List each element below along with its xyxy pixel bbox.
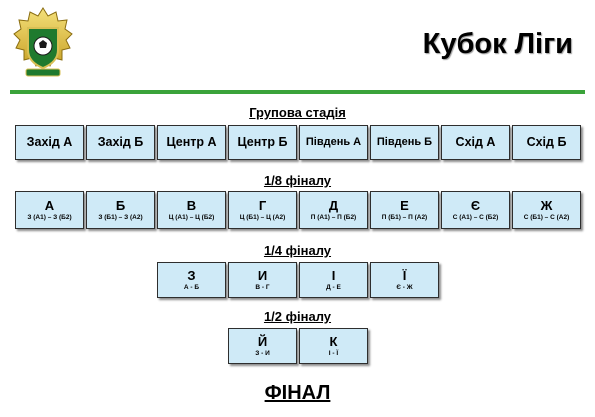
group-box-2-label: Захід Б [97,135,144,149]
r16-box-4-pairing: Ц (Б1) – Ц (А2) [239,214,286,221]
group-box-1: Захід А [15,125,84,160]
qf-box-3-pairing: Д - Е [326,284,341,291]
stage-label-r16: 1/8 фіналу [263,173,332,188]
r16-box-1-label: А [44,198,55,213]
group-box-7: Схід А [441,125,510,160]
final-label: ФІНАЛ [264,382,331,404]
r16-box-7-label: Є [470,198,481,213]
r16-box-3-pairing: Ц (А1) – Ц (Б2) [168,214,215,221]
qf-box-4-pairing: Є - Ж [396,284,413,291]
qf-box-1-label: З [187,268,196,283]
page-title: Кубок Ліги [422,28,573,60]
r16-box-3-label: В [186,198,197,213]
group-box-1-label: Захід А [26,135,73,149]
r16-box-8-label: Ж [540,198,553,213]
group-box-4: Центр Б [228,125,297,160]
group-box-4-label: Центр Б [237,135,288,149]
group-box-8: Схід Б [512,125,581,160]
group-box-2: Захід Б [86,125,155,160]
r16-box-6-label: Е [400,198,409,213]
sf-box-2-pairing: І - Ї [328,350,339,357]
group-box-6-label: Південь Б [376,136,433,148]
r16-box-4-label: Г [258,198,267,213]
stage-label-sf: 1/2 фіналу [263,309,332,324]
stage-label-qf: 1/4 фіналу [263,243,332,258]
group-box-8-label: Схід Б [526,135,567,149]
stage-label-group: Групова стадія [249,105,346,120]
r16-box-6-pairing: П (Б1) – П (А2) [381,214,428,221]
group-box-7-label: Схід А [455,135,496,149]
group-box-5-label: Південь А [305,136,362,148]
sf-box-2-label: К [329,334,338,349]
r16-box-5-pairing: П (А1) – П (Б2) [310,214,357,221]
qf-box-3-label: І [331,268,336,283]
league-logo-icon [13,7,73,77]
qf-box-2-pairing: В - Г [255,284,270,291]
sf-box-1-label: Й [257,334,268,349]
sf-box-1-pairing: З - И [255,350,270,357]
r16-box-8-pairing: С (Б1) – С (А2) [523,214,570,221]
qf-box-2-label: И [257,268,268,283]
group-box-3: Центр А [157,125,226,160]
qf-box-4-label: Ї [402,268,407,283]
r16-box-1-pairing: З (А1) – З (Б2) [27,214,72,221]
group-box-5: Південь А [299,125,368,160]
r16-box-5-label: Д [328,198,339,213]
qf-box-1-pairing: А - Б [183,284,200,291]
r16-box-2-label: Б [115,198,126,213]
r16-box-7-pairing: С (А1) – С (Б2) [452,214,499,221]
r16-box-2-pairing: З (Б1) – З (А2) [98,214,143,221]
title-divider [10,90,585,94]
group-box-3-label: Центр А [166,135,217,149]
group-box-6: Південь Б [370,125,439,160]
